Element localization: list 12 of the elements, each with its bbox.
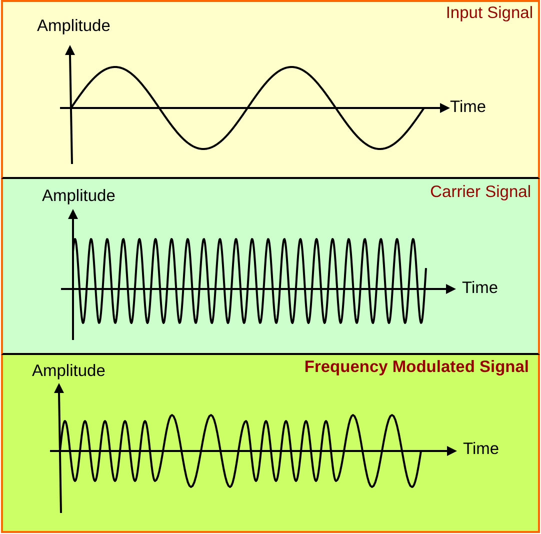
y-axis-label: Amplitude (32, 363, 106, 380)
x-axis-label: Time (450, 99, 486, 116)
signal-panel (1, 0, 540, 179)
panel-title: Input Signal (446, 5, 533, 22)
y-axis-label: Amplitude (42, 188, 116, 204)
signal-panel (1, 355, 540, 533)
x-axis-label: Time (462, 280, 498, 296)
y-axis-label: Amplitude (37, 18, 110, 34)
panel-title: Frequency Modulated Signal (304, 359, 529, 376)
signal-panel (1, 179, 540, 355)
panel-title: Carrier Signal (430, 184, 531, 200)
x-axis-label: Time (463, 441, 500, 458)
